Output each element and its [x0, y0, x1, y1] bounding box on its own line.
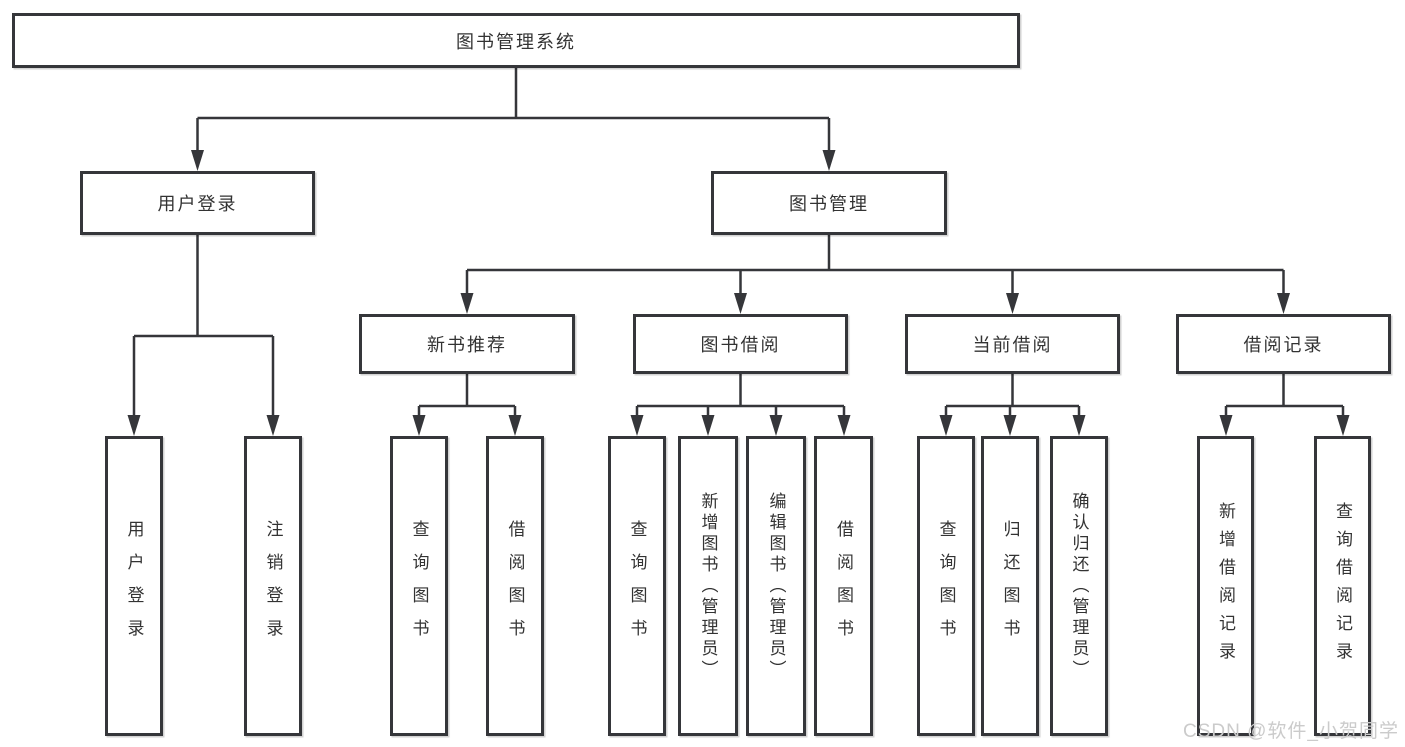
leaf-edit-book-admin: 编辑图书（管理员）: [746, 436, 806, 736]
leaf-query-books-current-label: 查询图书: [936, 520, 956, 652]
node-current-borrowing: 当前借阅: [905, 314, 1120, 374]
leaf-query-borrow-record: 查询借阅记录: [1314, 436, 1371, 736]
node-user-login: 用户登录: [80, 171, 315, 235]
leaf-add-borrow-record-label: 新增借阅记录: [1216, 502, 1235, 670]
node-new-book-recommendation: 新书推荐: [359, 314, 575, 374]
leaf-borrow-books-recommend-label: 借阅图书: [505, 520, 525, 652]
leaf-query-books-borrow-label: 查询图书: [627, 520, 647, 652]
leaf-add-book-admin-label: 新增图书（管理员）: [698, 491, 718, 681]
leaf-add-book-admin: 新增图书（管理员）: [678, 436, 738, 736]
watermark: CSDN @软件_小贺同学: [1183, 721, 1399, 742]
leaf-query-books-recommend: 查询图书: [390, 436, 448, 736]
leaf-return-books: 归还图书: [981, 436, 1039, 736]
leaf-borrow-books-label: 借阅图书: [834, 520, 853, 652]
leaf-return-books-label: 归还图书: [1000, 520, 1020, 652]
leaf-edit-book-admin-label: 编辑图书（管理员）: [766, 491, 786, 681]
leaf-logout: 注销登录: [244, 436, 302, 736]
leaf-confirm-return-admin: 确认归还（管理员）: [1050, 436, 1108, 736]
leaf-query-borrow-record-label: 查询借阅记录: [1333, 502, 1352, 670]
leaf-user-login-label: 用户登录: [124, 520, 144, 652]
leaf-user-login: 用户登录: [105, 436, 163, 736]
node-book-management: 图书管理: [711, 171, 947, 235]
leaf-query-books-borrow: 查询图书: [608, 436, 666, 736]
leaf-borrow-books: 借阅图书: [814, 436, 873, 736]
leaf-query-books-recommend-label: 查询图书: [409, 520, 429, 652]
node-book-borrowing: 图书借阅: [633, 314, 848, 374]
node-root: 图书管理系统: [12, 13, 1020, 68]
node-borrowing-records: 借阅记录: [1176, 314, 1391, 374]
leaf-query-books-current: 查询图书: [917, 436, 975, 736]
leaf-borrow-books-recommend: 借阅图书: [486, 436, 544, 736]
leaf-logout-label: 注销登录: [263, 520, 283, 652]
leaf-add-borrow-record: 新增借阅记录: [1197, 436, 1254, 736]
leaf-confirm-return-admin-label: 确认归还（管理员）: [1069, 491, 1089, 681]
